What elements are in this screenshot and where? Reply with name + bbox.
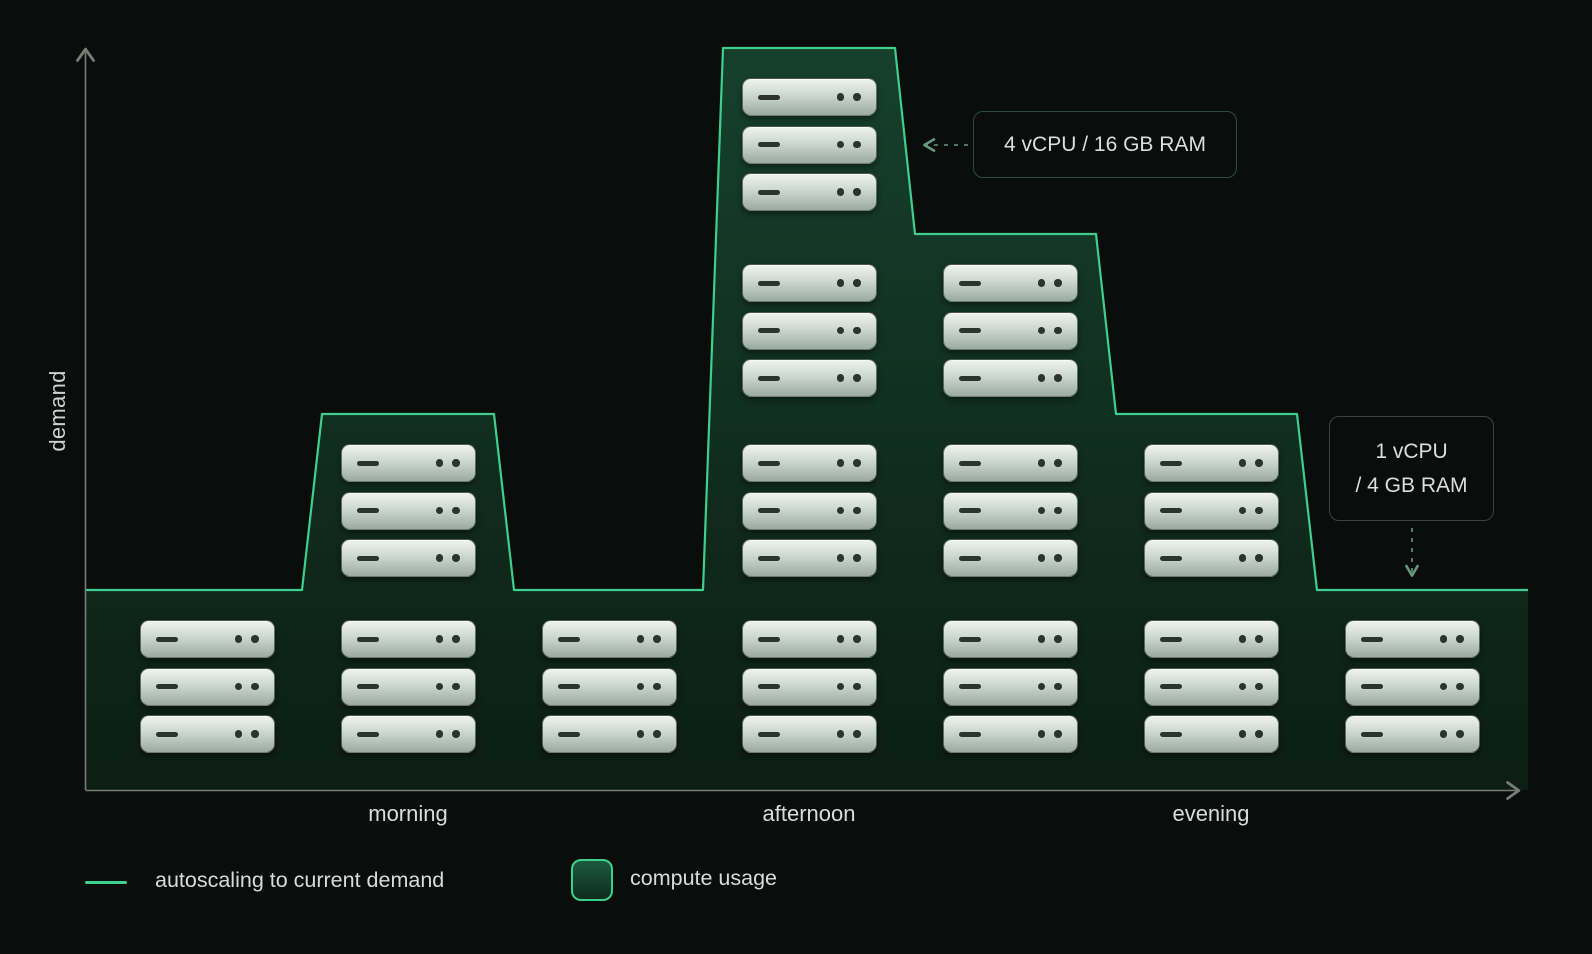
baseline-spec-line1: 1 vCPU xyxy=(1375,440,1448,463)
legend-line-swatch xyxy=(85,881,127,884)
autoscaling-line xyxy=(85,46,1528,592)
x-axis-label-afternoon: afternoon xyxy=(762,801,856,826)
peak-spec-callout: 4 vCPU / 16 GB RAM xyxy=(973,111,1237,178)
x-axis-label-evening: evening xyxy=(1172,801,1250,826)
baseline-spec-callout: 1 vCPU / 4 GB RAM xyxy=(1329,416,1494,521)
legend-label-autoscaling: autoscaling to current demand xyxy=(155,868,445,892)
peak-spec-text: 4 vCPU / 16 GB RAM xyxy=(1004,132,1206,156)
legend-label-compute-usage: compute usage xyxy=(630,866,778,890)
y-axis-label: demand xyxy=(45,370,70,452)
baseline-spec-line2: / 4 GB RAM xyxy=(1355,473,1468,497)
x-axis-label-morning: morning xyxy=(368,801,448,826)
legend-square-swatch xyxy=(571,859,613,901)
autoscaling-area xyxy=(85,48,1528,790)
